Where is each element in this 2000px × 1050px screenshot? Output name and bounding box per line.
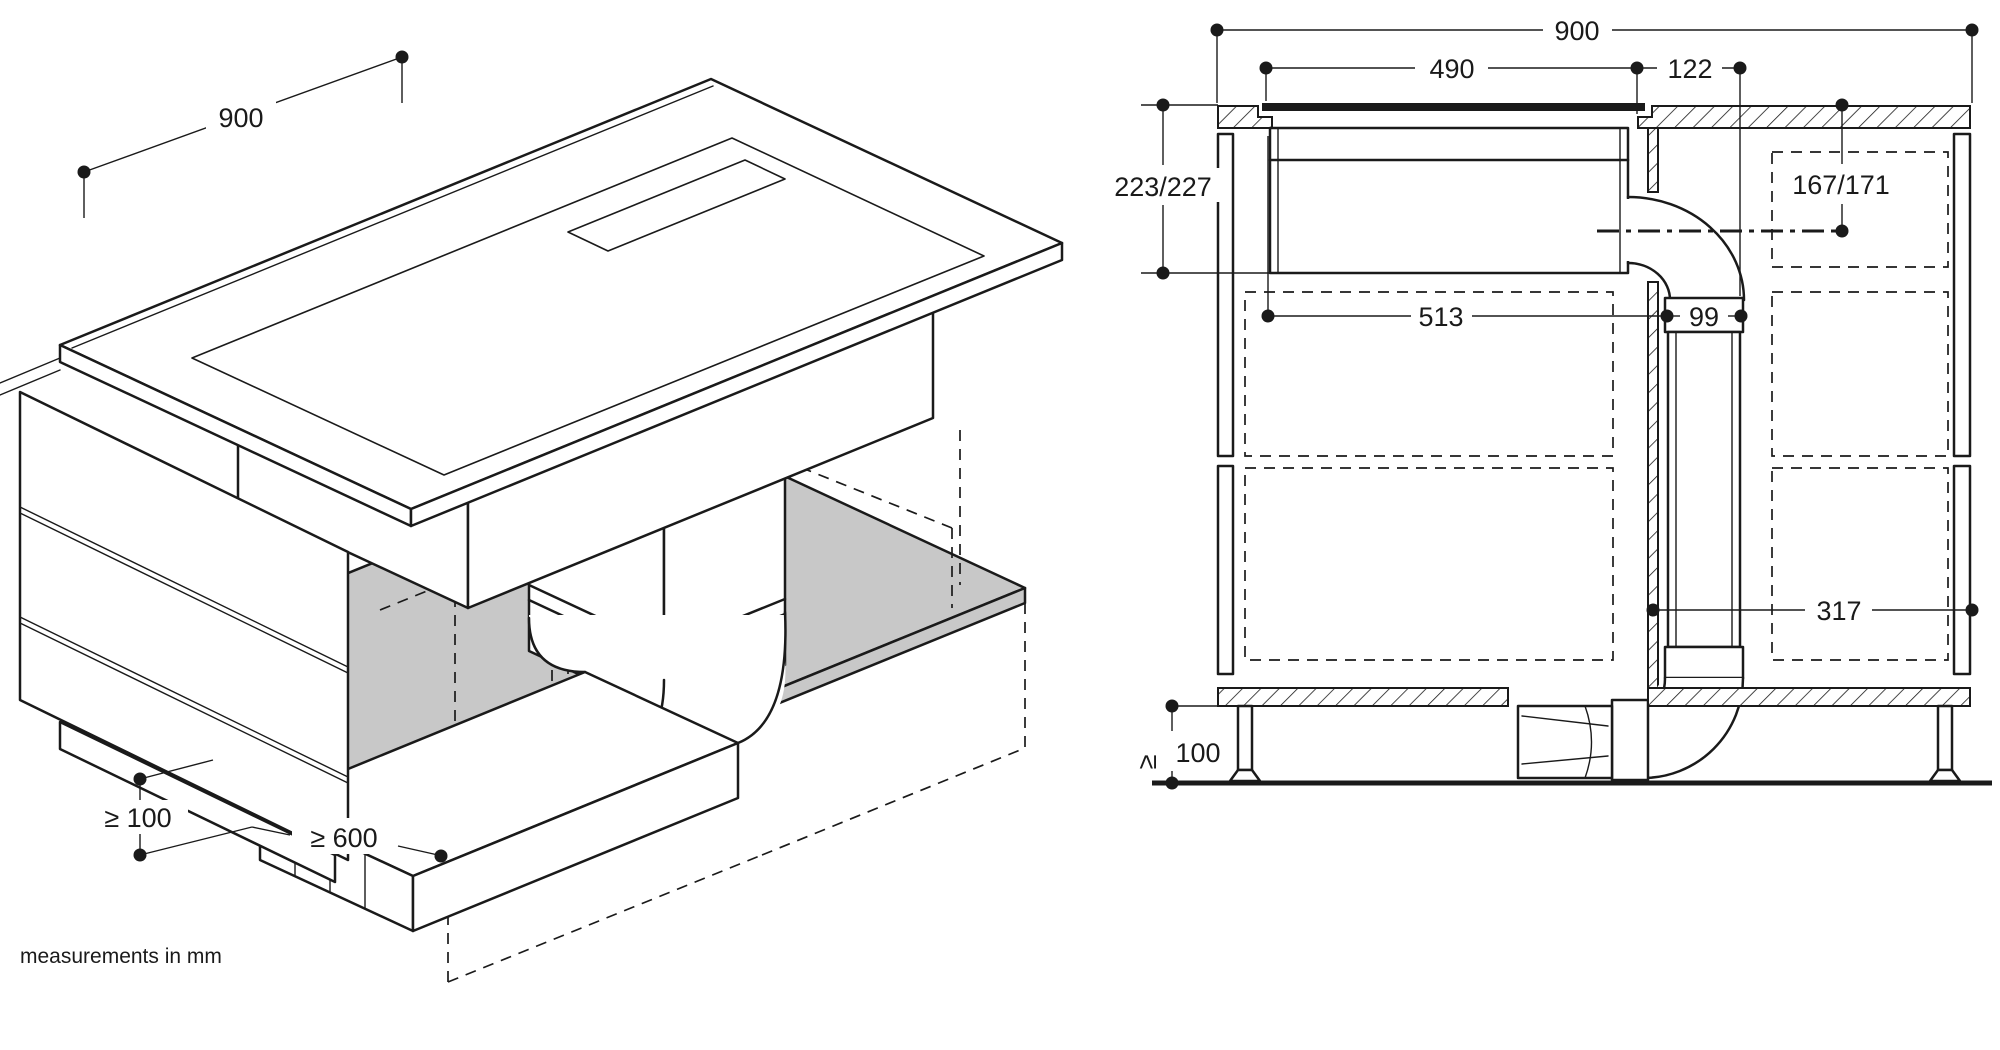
dim-label-width: 900 xyxy=(1554,16,1599,46)
dim-axis-167-171: 167/171 xyxy=(1597,98,1902,238)
dim-label-offset: 122 xyxy=(1667,54,1712,84)
cooktop-glass-edge xyxy=(1262,103,1645,111)
hob-housing-box-section xyxy=(1268,126,1630,275)
dim-label-front-clearance: ≥ 600 xyxy=(310,823,377,853)
dim-duct-99: 99 xyxy=(1660,302,1748,332)
worktop-section xyxy=(1217,103,1971,129)
cooktop-glass xyxy=(191,137,985,476)
dim-offset-122: 122 xyxy=(1637,54,1747,296)
drawer-volumes-dashed xyxy=(1244,151,1949,661)
dim-depth-900: 900 xyxy=(77,50,409,218)
downdraft-vent-slot xyxy=(567,159,786,252)
worktop xyxy=(0,77,1064,528)
cabinet-leg-left xyxy=(1228,704,1262,783)
blower-box xyxy=(1516,704,1614,780)
dim-height-223-227: 223/227 xyxy=(1105,98,1272,280)
dim-317: 317 xyxy=(1646,596,1979,626)
partition-strips xyxy=(1647,127,1659,707)
dim-label-plinth-value: 100 xyxy=(1175,738,1220,768)
dim-label-317: 317 xyxy=(1816,596,1861,626)
dim-513: 513 xyxy=(1261,136,1665,332)
cabinet-leg-right xyxy=(1928,704,1962,783)
plinth-panel xyxy=(58,720,337,884)
dim-plinth-100-section: ≥ 100 xyxy=(1132,699,1224,790)
dim-label-unit-height: 223/227 xyxy=(1114,172,1212,202)
dim-label-plinth-clearance: ≥ 100 xyxy=(104,803,171,833)
measurements-note: measurements in mm xyxy=(20,945,222,968)
dim-plinth-100: ≥ 100 xyxy=(90,759,253,862)
vertical-duct-section xyxy=(1663,296,1745,680)
drawer-fronts xyxy=(18,390,350,884)
dim-label-plinth-symbol: ≥ xyxy=(1132,755,1162,770)
dim-front-600: ≥ 600 xyxy=(251,818,448,863)
dim-width-900: 900 xyxy=(1210,16,1979,103)
isometric-view: 900 ≥ 100 ≥ 600 xyxy=(0,50,1064,983)
dim-label-duct-axis: 167/171 xyxy=(1792,170,1890,200)
dim-label-depth: 900 xyxy=(218,103,263,133)
dim-label-duct-width: 99 xyxy=(1689,302,1719,332)
dim-label-cutout: 490 xyxy=(1429,54,1474,84)
section-view: 900 490 122 223 xyxy=(1105,16,1992,790)
dim-label-513: 513 xyxy=(1418,302,1463,332)
duct-elbow-top xyxy=(1626,195,1746,302)
dim-cutout-490: 490 xyxy=(1259,54,1644,114)
cabinet-base xyxy=(1152,687,1992,786)
cabinet-side-walls xyxy=(1216,132,1972,676)
